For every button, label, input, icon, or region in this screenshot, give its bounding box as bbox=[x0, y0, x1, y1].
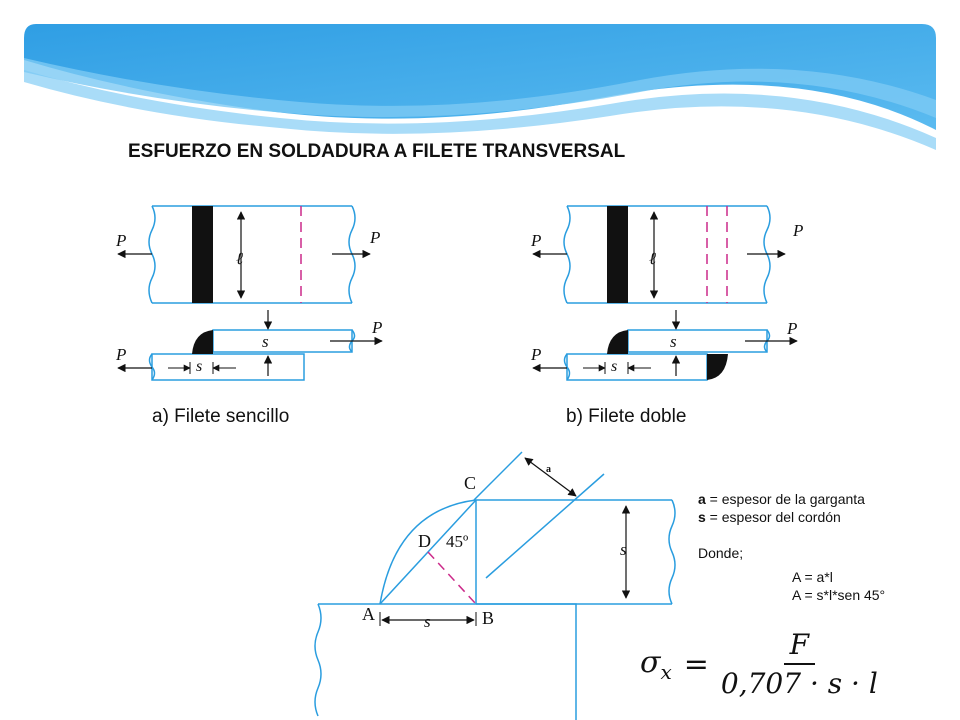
label-P: P bbox=[115, 345, 126, 364]
label-D: D bbox=[418, 531, 431, 551]
side-view-a bbox=[148, 329, 356, 381]
figure-double-fillet bbox=[563, 205, 771, 304]
throat-dash-line bbox=[427, 551, 477, 605]
side-view-b bbox=[563, 329, 771, 381]
label-P: P bbox=[530, 231, 541, 250]
label-A: A bbox=[362, 604, 375, 624]
formula-fraction: F 0,707 · s · l bbox=[721, 628, 878, 700]
throat-detail bbox=[314, 451, 676, 720]
stress-formula: σx = F 0,707 · s · l bbox=[640, 628, 878, 700]
label-angle: 45º bbox=[446, 532, 468, 551]
weld-bead-side-b2 bbox=[707, 354, 728, 380]
label-s: s bbox=[262, 332, 269, 351]
label-s: s bbox=[670, 332, 677, 351]
figure-single-fillet bbox=[148, 205, 356, 304]
formula-denominator: 0,707 · s · l bbox=[720, 667, 878, 700]
label-s: s bbox=[620, 540, 627, 559]
legend-a-text: = espesor de la garganta bbox=[705, 491, 865, 507]
legend-row-s: s = espesor del cordón bbox=[698, 508, 885, 526]
legend-donde: Donde; bbox=[698, 545, 744, 561]
label-l: ℓ bbox=[649, 249, 656, 268]
caption-single-fillet: a) Filete sencillo bbox=[152, 406, 290, 427]
header-banner bbox=[24, 24, 936, 150]
legend-s-symbol: s bbox=[698, 509, 706, 525]
label-P: P bbox=[530, 345, 541, 364]
weld-bead-side-b1 bbox=[607, 330, 628, 354]
label-P: P bbox=[115, 231, 126, 250]
label-P: P bbox=[369, 228, 380, 247]
legend-eq1: A = a*l bbox=[792, 569, 833, 585]
formula-sigma: σ bbox=[640, 644, 661, 680]
formula-subscript: x bbox=[660, 659, 672, 684]
label-P: P bbox=[792, 221, 803, 240]
label-s: s bbox=[424, 612, 431, 631]
legend-row-a: a = espesor de la garganta bbox=[698, 490, 885, 508]
weld-bead-top-a bbox=[192, 206, 213, 303]
legend-a-symbol: a bbox=[698, 491, 706, 507]
formula-numerator: F bbox=[783, 628, 816, 665]
formula-lhs: σx bbox=[640, 645, 672, 684]
label-s: s bbox=[196, 358, 202, 375]
formula-equals: = bbox=[683, 646, 709, 682]
weld-bead-top-b bbox=[607, 206, 628, 303]
page-title: ESFUERZO EN SOLDADURA A FILETE TRANSVERS… bbox=[128, 141, 626, 162]
weld-bead-side-a bbox=[192, 330, 213, 354]
label-l: ℓ bbox=[236, 249, 243, 268]
legend-eq2: A = s*l*sen 45° bbox=[792, 587, 886, 603]
caption-double-fillet: b) Filete doble bbox=[566, 406, 687, 427]
throat-arrow bbox=[524, 457, 577, 497]
legend: a = espesor de la garganta s = espesor d… bbox=[698, 490, 885, 604]
label-a: a bbox=[546, 464, 551, 475]
legend-s-text: = espesor del cordón bbox=[705, 509, 841, 525]
label-P: P bbox=[371, 318, 382, 337]
label-B: B bbox=[482, 608, 494, 628]
label-s: s bbox=[611, 358, 617, 375]
label-P: P bbox=[786, 319, 797, 338]
label-C: C bbox=[464, 473, 476, 493]
